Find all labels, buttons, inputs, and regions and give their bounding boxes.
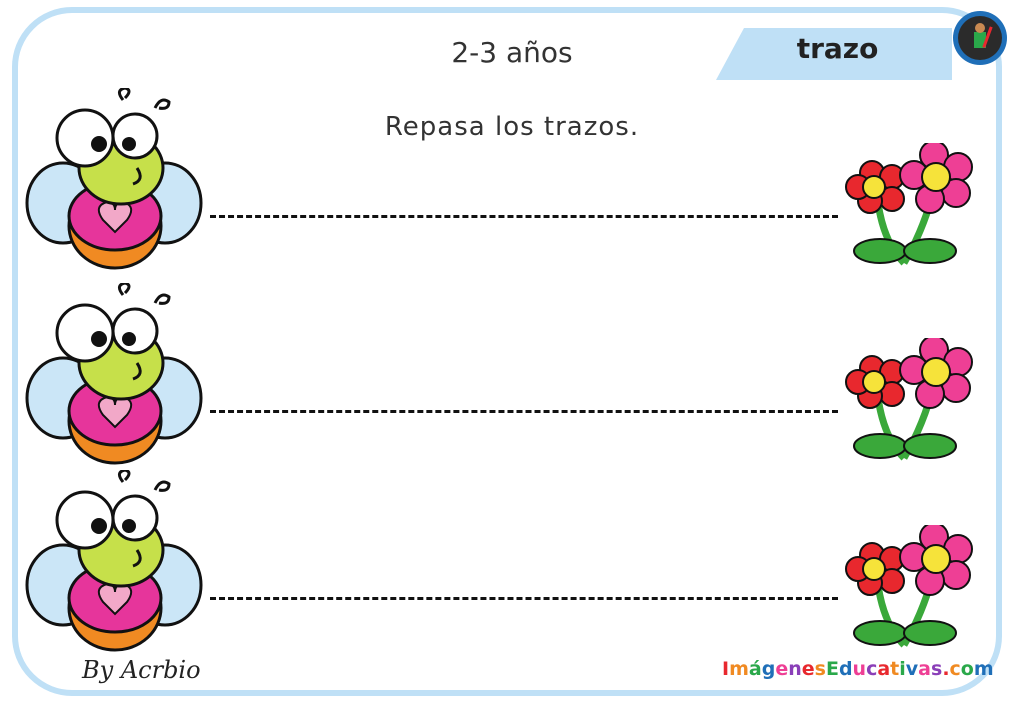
flowers-icon (845, 525, 973, 648)
instructions: Repasa los trazos. (384, 112, 640, 142)
dashed-trace-line[interactable] (210, 597, 838, 600)
logo-icon (953, 11, 1007, 65)
flowers-icon (845, 338, 973, 461)
dashed-trace-line[interactable] (210, 410, 838, 413)
website-text: ImágenesEducativas.com (722, 658, 994, 680)
tab-label: trazo (796, 32, 879, 65)
website-label: ImágenesEducativas.com (722, 658, 994, 680)
trace-row (0, 88, 1024, 278)
author-signature: By Acrbio (82, 656, 201, 684)
trace-row (0, 283, 1024, 473)
title-tab (716, 28, 952, 80)
age-range: 2-3 años (451, 36, 573, 69)
trace-row (0, 470, 1024, 660)
bee-icon (25, 88, 203, 270)
flowers-icon (845, 143, 973, 266)
bee-icon (25, 470, 203, 652)
dashed-trace-line[interactable] (210, 215, 838, 218)
bee-icon (25, 283, 203, 465)
